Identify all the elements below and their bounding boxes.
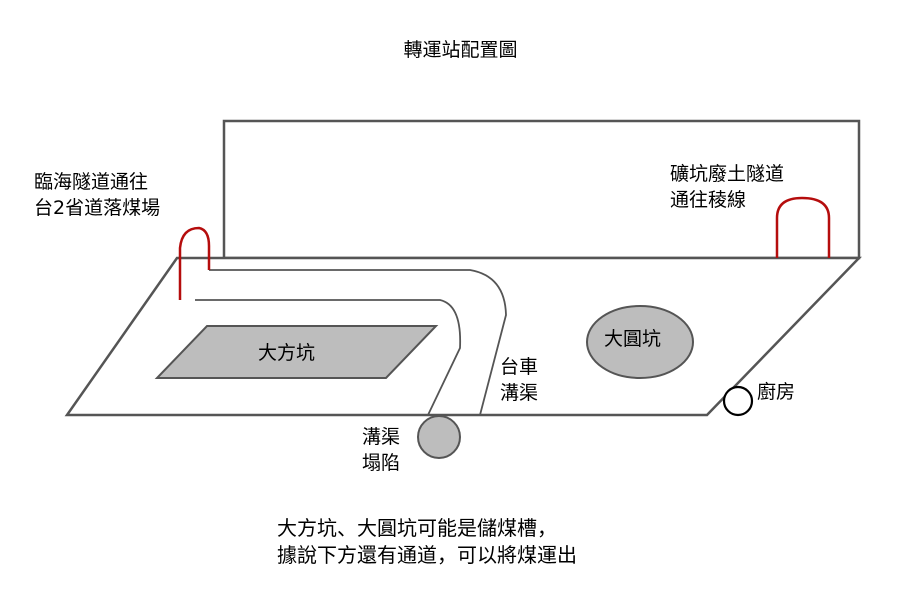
footnote-line1: 大方坑、大圓坑可能是儲煤槽，	[277, 516, 557, 540]
cart-channel-inner	[195, 299, 462, 416]
channel-collapse-label-line2: 塌陷	[362, 452, 401, 474]
round-pit-shape	[586, 305, 694, 379]
right-tunnel-label-line2: 通往稜線	[670, 189, 747, 211]
right-tunnel-label-line1: 礦坑廢土隧道	[670, 163, 785, 185]
left-tunnel-label-line2: 台2省道落煤場	[34, 197, 161, 219]
cart-channel-label-line1: 台車	[500, 356, 539, 378]
cart-channel-label-line2: 溝渠	[500, 382, 539, 404]
square-pit-label: 大方坑	[258, 342, 316, 364]
right-tunnel-arch	[775, 196, 831, 258]
kitchen-circle	[722, 385, 754, 417]
round-pit-label: 大圓坑	[604, 328, 662, 350]
kitchen-label: 廚房	[757, 381, 796, 403]
cart-channel-outer	[209, 269, 507, 416]
channel-collapse-label-line1: 溝渠	[362, 426, 401, 448]
channel-collapse-circle	[417, 415, 461, 459]
page-title: 轉運站配置圖	[403, 39, 518, 61]
left-tunnel-label-line1: 臨海隧道通往	[34, 171, 149, 193]
back-wall	[222, 119, 861, 260]
square-pit-shape	[154, 325, 439, 379]
left-tunnel-arch	[178, 226, 211, 300]
footnote-line2: 據說下方還有通道，可以將煤運出	[277, 543, 577, 567]
